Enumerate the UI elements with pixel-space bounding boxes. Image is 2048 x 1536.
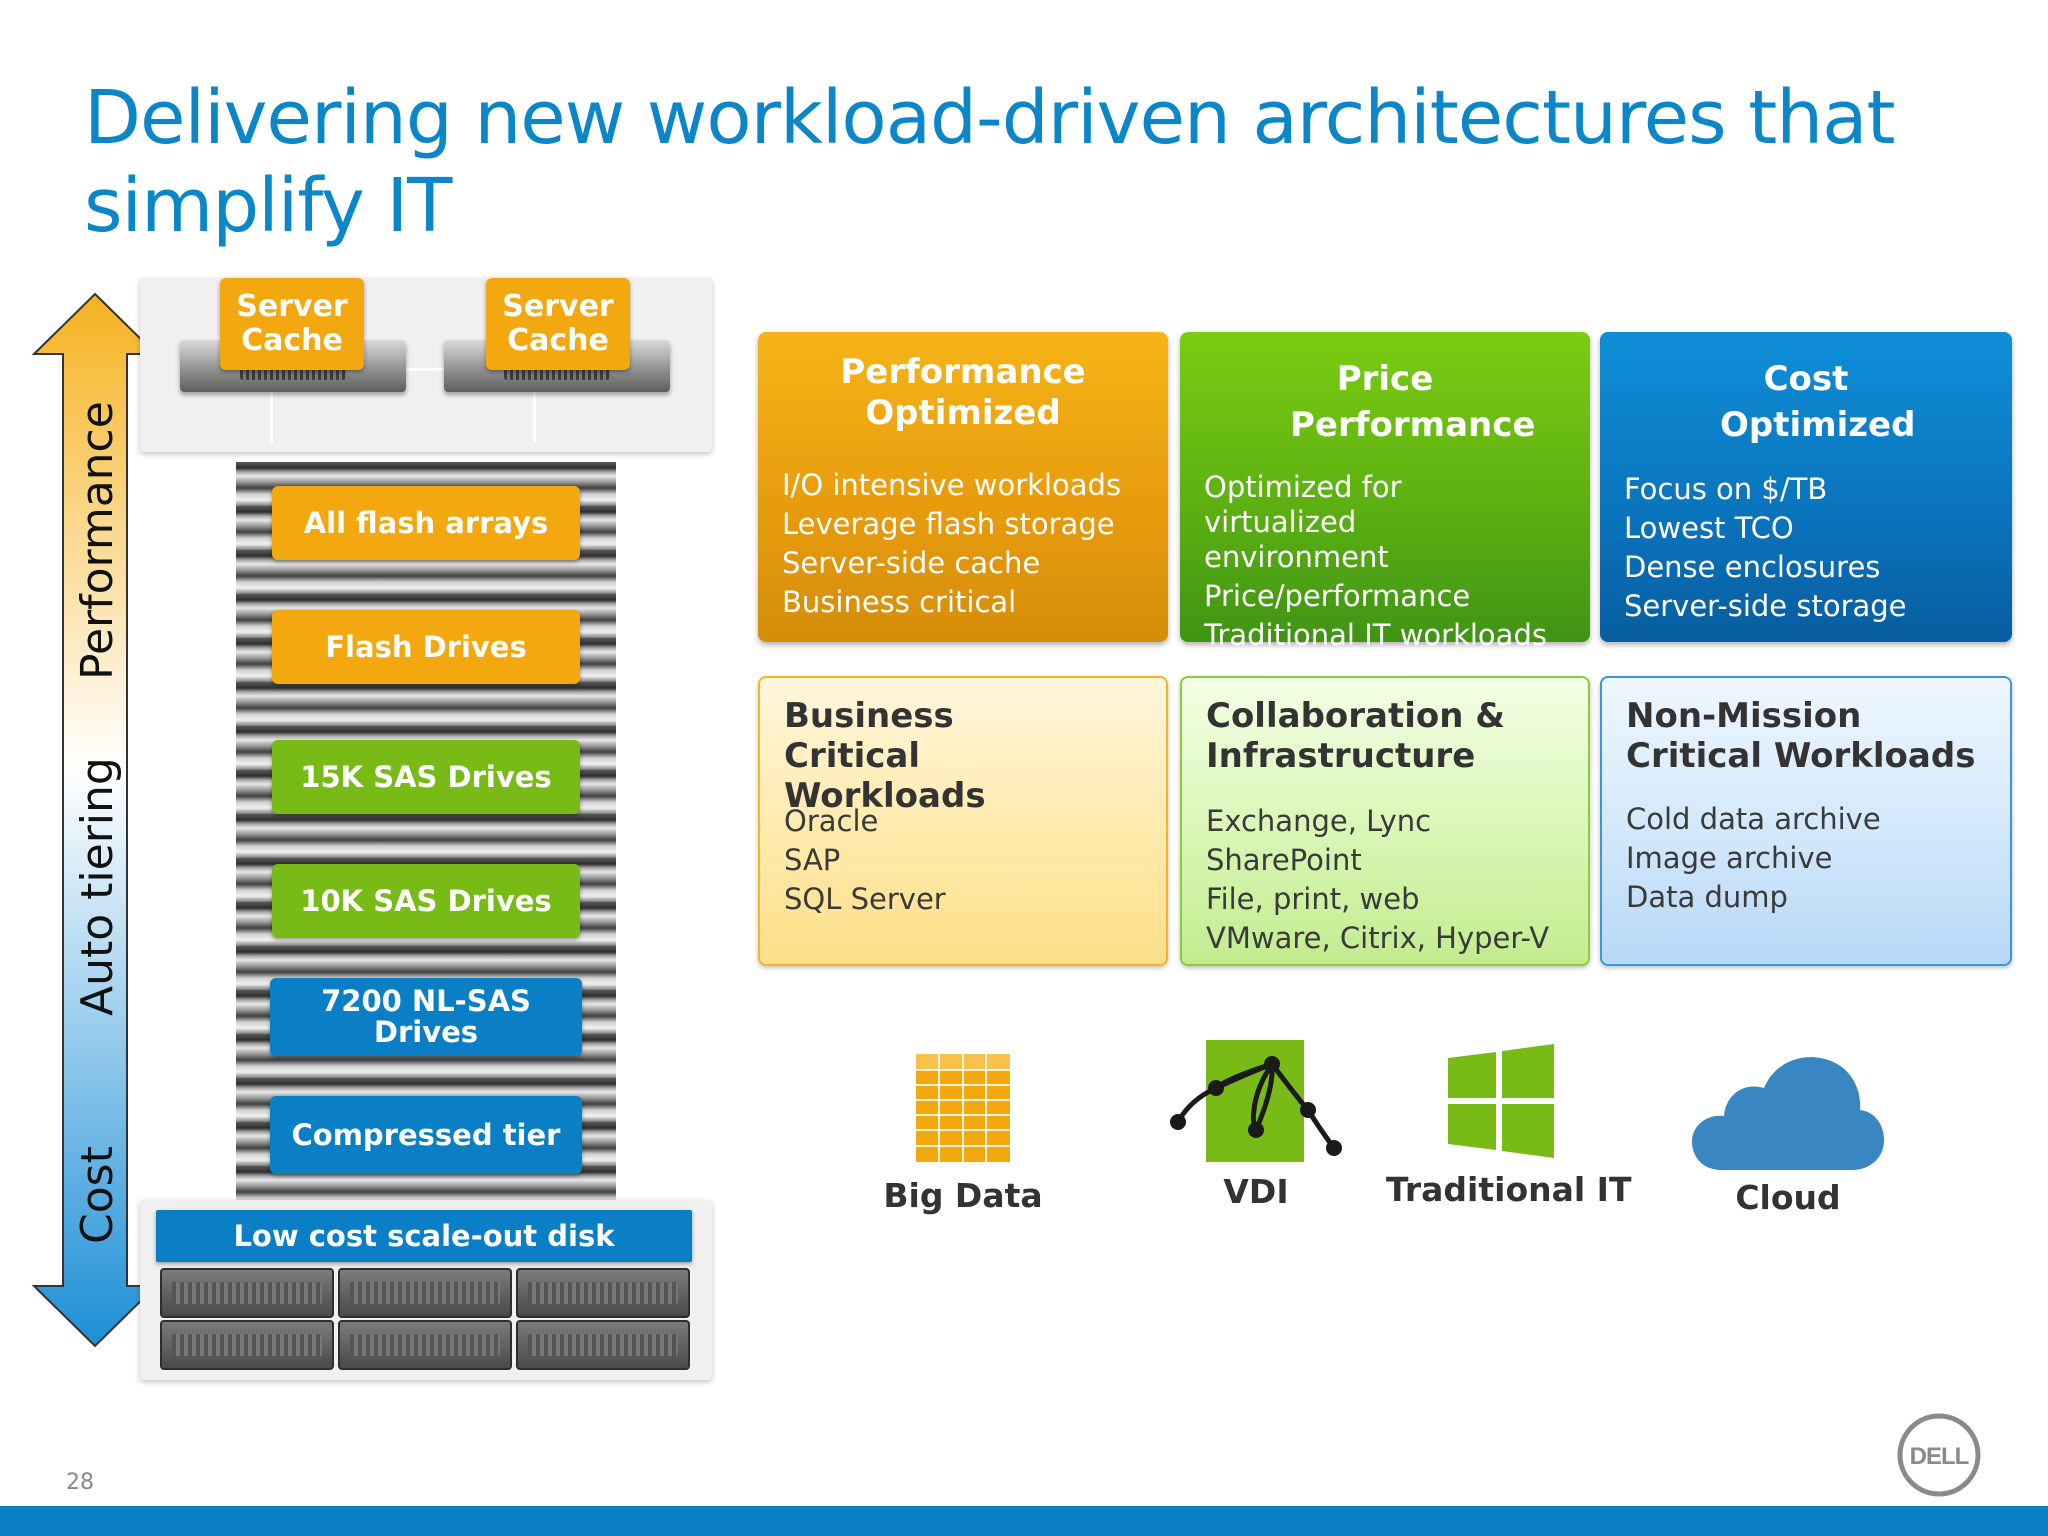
dell-logo: DELL — [1897, 1413, 1981, 1497]
workload-item: SharePoint — [1206, 843, 1362, 877]
vertical-double-arrow-icon — [31, 292, 159, 1348]
workload-list: Exchange, Lync SharePoint File, print, w… — [1206, 802, 1578, 958]
workload-list: Oracle SAP SQL Server — [784, 802, 1156, 919]
workload-title: Non-Mission Critical Workloads — [1626, 696, 1976, 776]
disk-enclosure-image — [160, 1268, 334, 1318]
workload-item: SAP — [784, 843, 841, 877]
axis-label-auto-tiering: Auto tiering — [72, 757, 123, 1016]
workload-item: Cold data archive — [1626, 802, 1881, 836]
server-cache-label: Server Cache — [220, 278, 364, 370]
svg-text:DELL: DELL — [1910, 1443, 1969, 1470]
workload-item: Image archive — [1626, 841, 1833, 875]
category-price-performance: Price Performance Optimized for virtuali… — [1180, 332, 1590, 652]
category-title: Performance Optimized — [840, 352, 1086, 433]
footer-bar — [0, 1506, 2048, 1536]
tier-15k-sas-drives: 15K SAS Drives — [272, 740, 580, 814]
category-item: Leverage flash storage — [782, 507, 1115, 541]
category-list: I/O intensive workloads Leverage flash s… — [782, 466, 1158, 622]
disk-enclosure-image — [516, 1320, 690, 1370]
axis-label-performance: Performance — [72, 401, 123, 680]
category-item: Traditional IT workloads — [1204, 618, 1547, 652]
category-list: Focus on $/TB Lowest TCO Dense enclosure… — [1624, 470, 2002, 626]
disk-enclosure-image — [338, 1320, 512, 1370]
workload-item: Exchange, Lync — [1206, 804, 1432, 838]
category-item: Business critical — [782, 585, 1017, 619]
category-cost-optimized: Cost Optimized Focus on $/TB Lowest TCO … — [1600, 332, 2012, 642]
disk-enclosure-image — [338, 1268, 512, 1318]
page-number: 28 — [66, 1470, 94, 1495]
workload-list: Cold data archive Image archive Data dum… — [1626, 800, 2000, 917]
workload-collaboration-infrastructure: Collaboration & Infrastructure Exchange,… — [1180, 676, 1590, 966]
category-list: Optimized for virtualized environment Pr… — [1204, 470, 1580, 653]
category-title: Price Performance — [1290, 359, 1536, 445]
icon-label-traditional-it: Traditional IT — [1386, 1170, 1632, 1209]
tier-all-flash-arrays: All flash arrays — [272, 486, 580, 560]
tier-7200-nl-sas-drives: 7200 NL-SAS Drives — [270, 978, 582, 1056]
category-item: Focus on $/TB — [1624, 472, 1828, 506]
tier-compressed: Compressed tier — [270, 1096, 582, 1174]
workload-business-critical: Business Critical Workloads Oracle SAP S… — [758, 676, 1168, 966]
tier-10k-sas-drives: 10K SAS Drives — [272, 864, 580, 938]
network-nodes-icon — [1170, 1040, 1342, 1162]
category-performance-optimized: Performance Optimized I/O intensive work… — [758, 332, 1168, 642]
category-item: Server-side cache — [782, 546, 1041, 580]
disk-enclosure-image — [160, 1320, 334, 1370]
workload-item: Oracle — [784, 804, 879, 838]
storage-rack — [236, 462, 616, 1202]
workload-item: File, print, web — [1206, 882, 1420, 916]
server-cache-label: Server Cache — [486, 278, 630, 370]
icon-label-cloud: Cloud — [1735, 1178, 1841, 1217]
spreadsheet-grid-icon — [916, 1054, 1010, 1162]
slide-title: Delivering new workload-driven architect… — [84, 75, 1896, 249]
windows-logo-icon — [1448, 1044, 1554, 1158]
category-item: Dense enclosures — [1624, 550, 1881, 584]
workload-title: Business Critical Workloads — [784, 696, 986, 816]
workload-non-mission-critical: Non-Mission Critical Workloads Cold data… — [1600, 676, 2012, 966]
low-cost-scale-out-label: Low cost scale-out disk — [156, 1210, 692, 1262]
tier-flash-drives: Flash Drives — [272, 610, 580, 684]
category-item: Price/performance — [1204, 579, 1471, 613]
category-title: Cost Optimized — [1720, 359, 1916, 445]
disk-enclosure-image — [516, 1268, 690, 1318]
workload-title: Collaboration & Infrastructure — [1206, 696, 1505, 776]
axis-label-cost: Cost — [72, 1146, 123, 1244]
category-item: Optimized for virtualized environment — [1204, 470, 1402, 574]
workload-item: VMware, Citrix, Hyper-V — [1206, 921, 1550, 955]
category-item: I/O intensive workloads — [782, 468, 1122, 502]
workload-item: SQL Server — [784, 882, 946, 916]
icon-label-vdi: VDI — [1223, 1172, 1289, 1211]
icon-label-big-data: Big Data — [883, 1176, 1043, 1215]
cloud-icon — [1692, 1057, 1884, 1170]
category-item: Server-side storage — [1624, 589, 1907, 623]
workload-item: Data dump — [1626, 880, 1788, 914]
category-item: Lowest TCO — [1624, 511, 1794, 545]
